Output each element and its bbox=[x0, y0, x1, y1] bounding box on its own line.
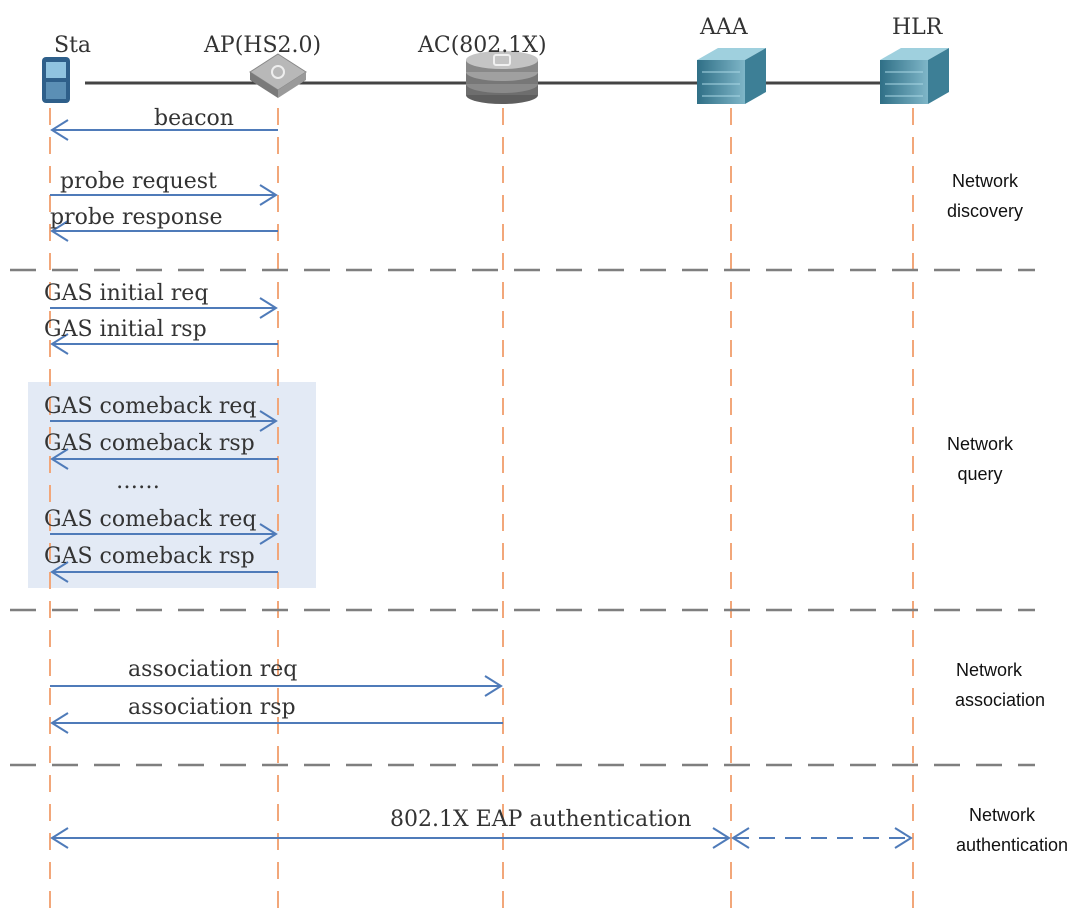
message-arrows bbox=[50, 119, 913, 849]
arrow-gas-initial-req bbox=[50, 297, 278, 319]
access-controller-icon bbox=[466, 51, 538, 104]
message-label-association-req: association req bbox=[128, 657, 297, 682]
message-label-probe-request: probe request bbox=[60, 169, 217, 194]
entity-label-ap: AP(HS2.0) bbox=[203, 33, 321, 58]
message-label-beacon: beacon bbox=[154, 106, 234, 131]
arrow-association-req bbox=[50, 675, 503, 697]
phase-authentication-line2: authentication bbox=[956, 835, 1068, 855]
message-label-gas-comeback-rsp-1: GAS comeback rsp bbox=[44, 431, 255, 456]
phase-query-line2: query bbox=[957, 464, 1002, 484]
arrow-gas-comeback-rsp-2 bbox=[50, 561, 278, 583]
phase-discovery-line1: Network bbox=[952, 171, 1019, 191]
phase-association-line1: Network bbox=[956, 660, 1023, 680]
arrow-gas-comeback-req-1 bbox=[50, 410, 278, 432]
phase-authentication-line1: Network bbox=[969, 805, 1036, 825]
arrow-beacon bbox=[50, 119, 278, 141]
message-label-gas-comeback-rsp-2: GAS comeback rsp bbox=[44, 544, 255, 569]
message-label-ellipsis: …… bbox=[116, 469, 160, 494]
phase-labels: Network discovery Network query Network … bbox=[947, 171, 1068, 855]
phase-query-line1: Network bbox=[947, 434, 1014, 454]
message-label-gas-comeback-req-1: GAS comeback req bbox=[44, 394, 256, 419]
message-label-gas-comeback-req-2: GAS comeback req bbox=[44, 507, 256, 532]
lifelines bbox=[49, 108, 914, 912]
phase-separators bbox=[10, 268, 1035, 767]
message-label-association-rsp: association rsp bbox=[128, 695, 296, 720]
mobile-phone-icon bbox=[42, 57, 70, 103]
phase-association-line2: association bbox=[955, 690, 1045, 710]
arrow-gas-comeback-req-2 bbox=[50, 523, 278, 545]
message-label-gas-initial-req: GAS initial req bbox=[44, 281, 208, 306]
arrow-aaa-hlr-head-right bbox=[894, 827, 913, 849]
message-label-probe-response: probe response bbox=[50, 205, 223, 230]
access-point-icon bbox=[249, 53, 307, 98]
entity-label-aaa: AAA bbox=[699, 15, 749, 40]
arrow-eap-auth bbox=[50, 827, 731, 849]
arrow-association-rsp bbox=[50, 712, 503, 734]
message-label-gas-initial-rsp: GAS initial rsp bbox=[44, 317, 207, 342]
entity-label-hlr: HLR bbox=[892, 15, 944, 40]
arrow-probe-response bbox=[50, 220, 278, 242]
arrow-aaa-hlr-head-left bbox=[731, 827, 750, 849]
aaa-server-icon bbox=[697, 48, 766, 104]
message-label-eap-auth: 802.1X EAP authentication bbox=[390, 807, 691, 832]
arrow-probe-request bbox=[50, 184, 278, 206]
message-labels: beacon probe request probe response GAS … bbox=[44, 106, 691, 832]
hlr-server-icon bbox=[880, 48, 949, 104]
phase-discovery-line2: discovery bbox=[947, 201, 1023, 221]
entity-label-sta: Sta bbox=[54, 33, 91, 58]
arrow-gas-comeback-rsp-1 bbox=[50, 448, 278, 470]
arrow-gas-initial-rsp bbox=[50, 333, 278, 355]
entity-label-ac: AC(802.1X) bbox=[417, 33, 547, 58]
